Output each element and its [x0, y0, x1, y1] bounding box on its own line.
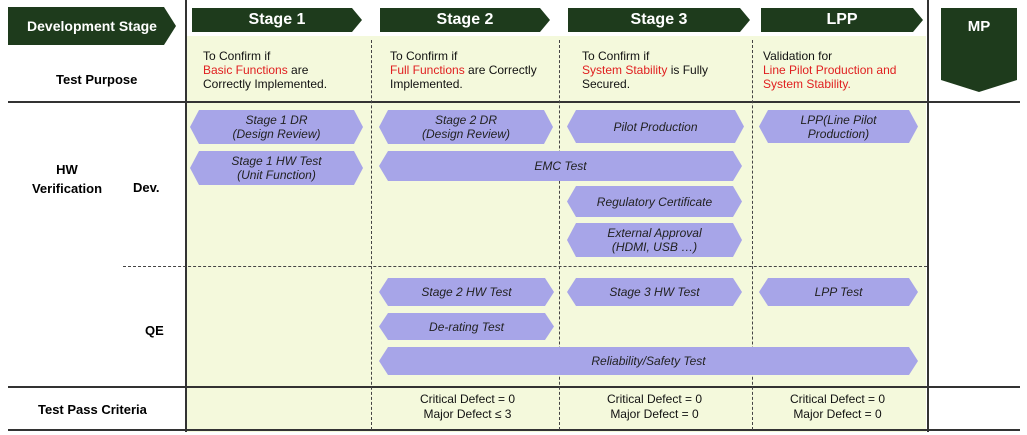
right-stage-border — [927, 0, 929, 432]
stage2-dr-item: Stage 2 DR(Design Review) — [379, 110, 553, 144]
qe-label: QE — [145, 323, 164, 338]
dev-qe-separator — [123, 266, 927, 267]
top-divider — [8, 101, 1020, 103]
test-purpose-label: Test Purpose — [56, 72, 138, 87]
pilot-production-item: Pilot Production — [567, 110, 744, 143]
mp-header: MP — [941, 8, 1017, 92]
development-stage-header: Development Stage — [8, 7, 176, 45]
stage2-purpose: To Confirm if Full Functions are Correct… — [390, 49, 537, 91]
test-pass-criteria-label: Test Pass Criteria — [38, 402, 147, 417]
stage3-criteria: Critical Defect = 0 Major Defect = 0 — [606, 392, 703, 421]
stage3-label: Stage 3 — [630, 11, 688, 28]
stage2-stage3-separator — [559, 40, 560, 430]
emc-test-item: EMC Test — [379, 151, 742, 181]
lpp-criteria: Critical Defect = 0 Major Defect = 0 — [789, 392, 886, 421]
stage1-stage2-separator — [371, 40, 372, 430]
stage3-hw-test-item: Stage 3 HW Test — [567, 278, 742, 306]
stage2-header: Stage 2 — [380, 8, 550, 32]
external-approval-item: External Approval(HDMI, USB …) — [567, 223, 742, 257]
lpp-purpose: Validation for Line Pilot Production and… — [763, 49, 897, 91]
stage1-label: Stage 1 — [248, 11, 306, 28]
reliability-safety-test-item: Reliability/Safety Test — [379, 347, 918, 375]
dev-label: Dev. — [133, 180, 160, 195]
bottom-divider — [8, 429, 1020, 431]
lpp-label: LPP — [826, 11, 858, 28]
mp-label: MP — [967, 18, 991, 35]
stage2-hw-test-item: Stage 2 HW Test — [379, 278, 554, 306]
stage3-header: Stage 3 — [568, 8, 750, 32]
criteria-divider — [8, 386, 1020, 388]
stage1-dr-item: Stage 1 DR(Design Review) — [190, 110, 363, 144]
development-stage-label: Development Stage — [27, 18, 157, 34]
stage3-purpose: To Confirm if System Stability is Fully … — [582, 49, 709, 91]
stage1-purpose: To Confirm if Basic Functions are Correc… — [203, 49, 328, 91]
derating-test-item: De-rating Test — [379, 313, 554, 340]
left-stage-border — [185, 0, 187, 432]
stage3-lpp-separator — [752, 40, 753, 430]
lpp-test-item: LPP Test — [759, 278, 918, 306]
stage1-purpose-highlight: Basic Functions — [203, 63, 288, 77]
stage2-criteria: Critical Defect = 0 Major Defect ≤ 3 — [419, 392, 516, 421]
stage2-label: Stage 2 — [436, 11, 494, 28]
stage2-purpose-highlight: Full Functions — [390, 63, 465, 77]
lpp-header: LPP — [761, 8, 923, 32]
hw-verification-label: HW Verification — [31, 162, 103, 196]
stage3-purpose-highlight: System Stability — [582, 63, 668, 77]
stage1-header: Stage 1 — [192, 8, 362, 32]
regulatory-certificate-item: Regulatory Certificate — [567, 186, 742, 217]
stage1-hw-test-item: Stage 1 HW Test(Unit Function) — [190, 151, 363, 185]
